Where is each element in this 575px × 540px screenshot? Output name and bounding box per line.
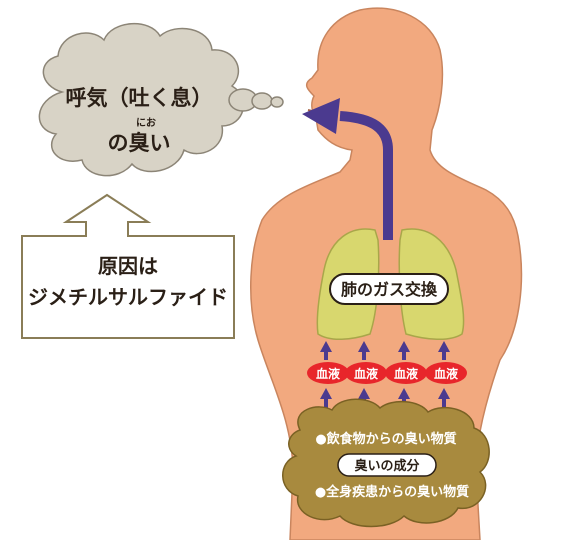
belly-item-2: ●全身疾患からの臭い物質 — [315, 484, 469, 500]
blood-label-1: 血液 — [316, 366, 340, 381]
exhale-arrowhead — [302, 98, 340, 134]
blood-badge-1 — [307, 362, 349, 384]
lower-arrows — [320, 388, 450, 408]
cause-line-2: ジメチルサルファイド — [28, 285, 228, 309]
blood-row: 血液 血液 血液 血液 — [307, 341, 467, 408]
blood-label-2: 血液 — [354, 366, 378, 381]
breath-cloud — [38, 22, 245, 177]
blood-badge-3 — [385, 362, 427, 384]
cloud-line-2: の臭い — [108, 131, 171, 155]
cause-line-1: 原因は — [98, 254, 158, 278]
belly-item-1: ●飲食物からの臭い物質 — [315, 431, 456, 447]
blood-label-3: 血液 — [394, 366, 418, 381]
lungs-label-box — [329, 273, 449, 305]
cloud-puff-2 — [251, 92, 273, 110]
belly-center-box — [337, 453, 437, 477]
upper-arrows — [320, 341, 450, 360]
cloud-ruby: にお — [136, 117, 156, 129]
exhale-arrow — [339, 111, 393, 240]
cloud-puff-3 — [270, 96, 284, 108]
blood-badge-4 — [425, 362, 467, 384]
belly-center-label: 臭いの成分 — [354, 458, 419, 474]
blood-badge-2 — [345, 362, 387, 384]
cloud-line-1: 呼気（吐く息） — [66, 86, 213, 110]
cause-arrow-box — [21, 193, 235, 339]
blood-label-4: 血液 — [434, 366, 458, 381]
lungs-label: 肺のガス交換 — [341, 280, 438, 299]
